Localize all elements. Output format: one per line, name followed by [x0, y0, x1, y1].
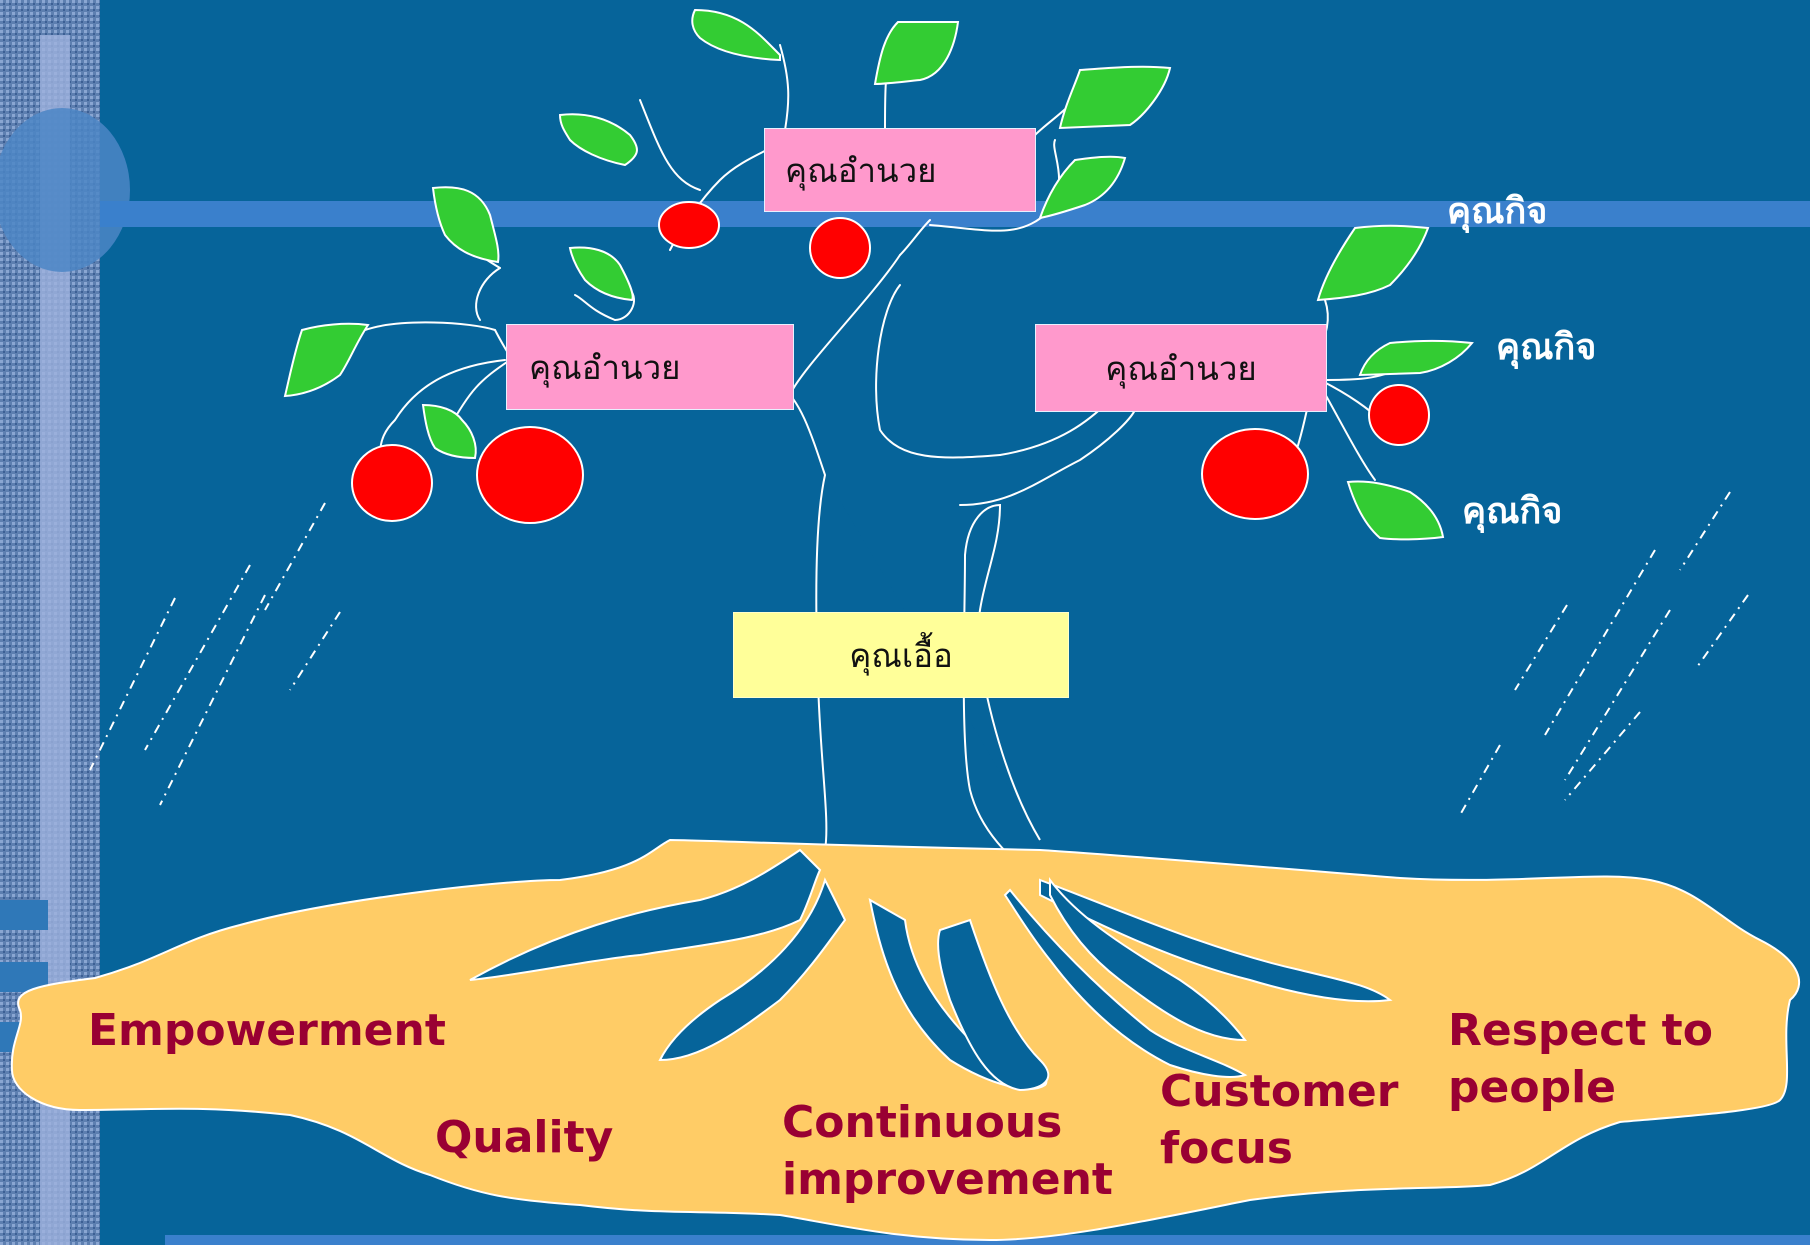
root-continuous-line1: Continuous	[782, 1097, 1063, 1148]
leaf	[558, 113, 638, 167]
leaf	[1358, 339, 1474, 377]
facilitator-top-label: คุณอำนวย	[785, 150, 937, 190]
fruit	[658, 201, 720, 249]
leaf	[1316, 224, 1430, 302]
fruit	[351, 444, 433, 522]
root-quality: Quality	[435, 1112, 614, 1163]
facilitator-box-left: คุณอำนวย	[506, 324, 794, 410]
fruit	[1368, 384, 1430, 446]
practitioner-label-1: คุณกิจ	[1447, 191, 1548, 232]
fruit	[476, 426, 584, 524]
leaf	[283, 322, 370, 398]
leaf	[691, 8, 781, 62]
root-empowerment: Empowerment	[88, 1005, 446, 1056]
root-customer-focus: Customer focus	[1160, 1063, 1398, 1177]
leaf	[1346, 480, 1445, 541]
roots	[469, 848, 1393, 1092]
facilitator-left-label: คุณอำนวย	[529, 347, 681, 387]
leaf	[568, 246, 634, 302]
leaf	[1038, 155, 1127, 220]
facilitator-box-top: คุณอำนวย	[764, 128, 1036, 212]
root-customer-line1: Customer	[1160, 1066, 1399, 1117]
leaf	[421, 403, 477, 460]
fruit	[1201, 428, 1309, 520]
root-respect-line1: Respect to	[1448, 1005, 1713, 1056]
sponsor-label: คุณเอื้อ	[849, 635, 953, 675]
fruit	[809, 217, 871, 279]
root-customer-line2: focus	[1160, 1123, 1293, 1174]
facilitator-box-right: คุณอำนวย	[1035, 324, 1327, 412]
soil	[10, 838, 1801, 1242]
leaf	[873, 21, 960, 86]
root-respect-to-people: Respect to people	[1448, 1002, 1713, 1116]
leaf	[1058, 65, 1172, 130]
practitioner-label-3: คุณกิจ	[1462, 491, 1563, 532]
sponsor-box: คุณเอื้อ	[733, 612, 1069, 698]
leaf	[431, 186, 500, 264]
root-continuous-line2: improvement	[782, 1154, 1113, 1205]
leaves	[283, 8, 1474, 541]
practitioner-label-2: คุณกิจ	[1496, 327, 1597, 368]
root-continuous-improvement: Continuous improvement	[782, 1094, 1113, 1208]
root-respect-line2: people	[1448, 1062, 1616, 1113]
facilitator-right-label: คุณอำนวย	[1105, 348, 1257, 388]
rain-lines	[89, 491, 1749, 816]
fruits	[351, 201, 1430, 524]
